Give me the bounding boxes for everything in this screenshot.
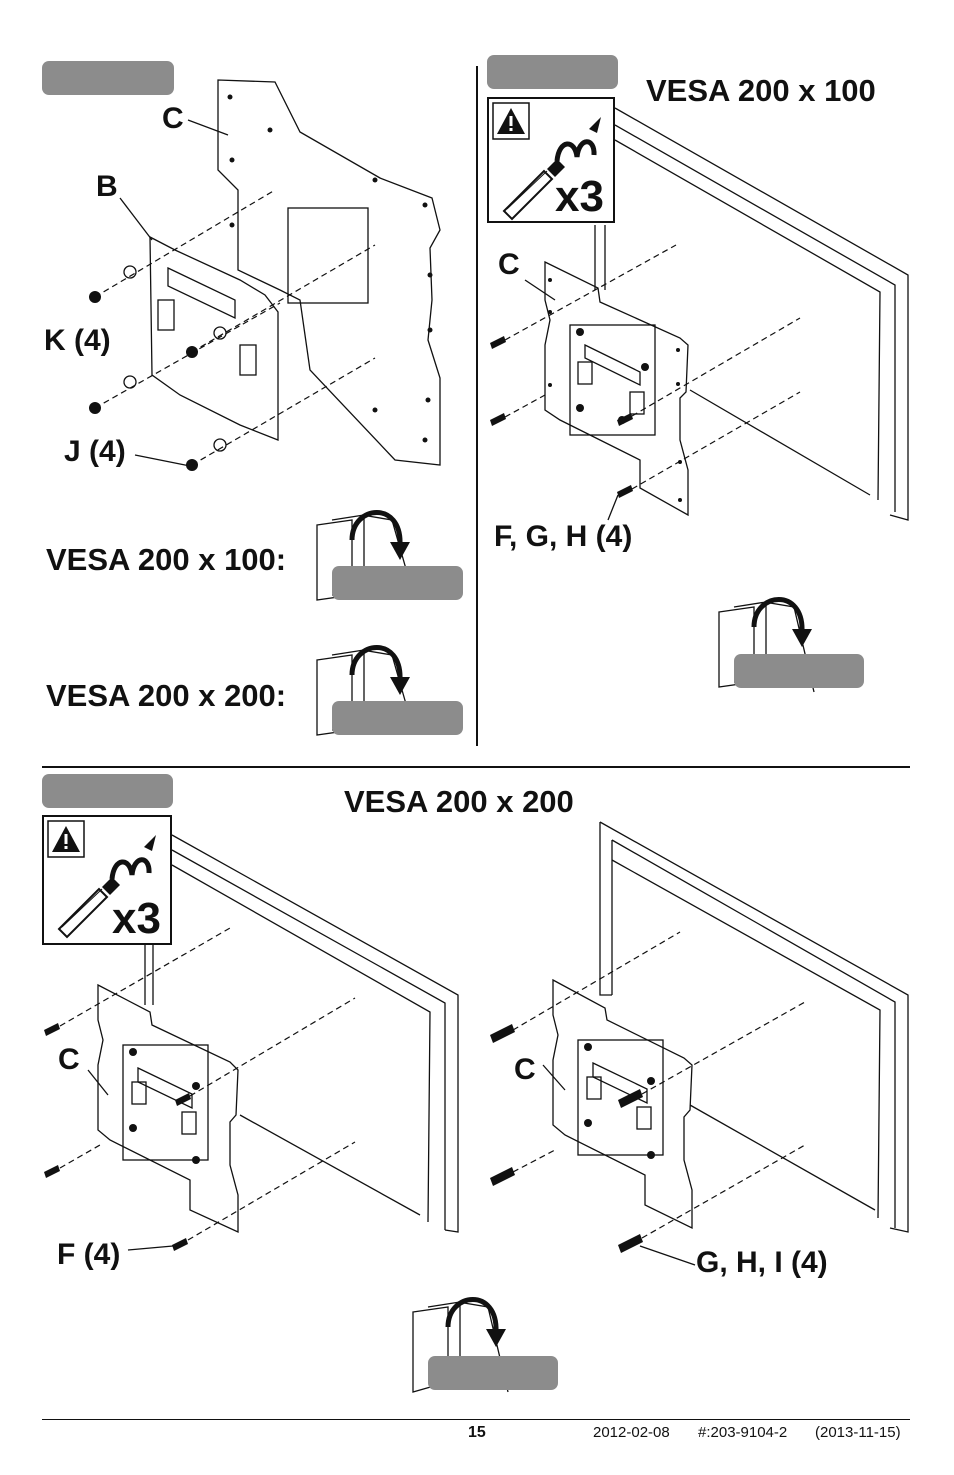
part-label-j: J (4) <box>64 435 126 468</box>
column-divider <box>476 66 478 746</box>
footer-doc-number: #:203-9104-2 <box>698 1424 788 1441</box>
goto-step-badge[interactable] <box>332 701 463 735</box>
step-1-badge <box>42 61 174 95</box>
part-label-c: C <box>498 248 520 281</box>
part-label-k: K (4) <box>44 324 111 357</box>
part-label-c: C <box>162 102 184 135</box>
step-2-badge <box>487 55 618 89</box>
warning-icon <box>47 820 85 858</box>
footer-revision: (2013-11-15) <box>815 1424 901 1441</box>
part-label-c: C <box>58 1043 80 1076</box>
part-label-f: F (4) <box>57 1238 121 1271</box>
warning-count: x3 <box>112 894 161 943</box>
goto-step-badge[interactable] <box>332 566 463 600</box>
goto-step-badge[interactable] <box>428 1356 558 1390</box>
screwdriver-icon <box>57 835 156 939</box>
part-label-b: B <box>96 170 118 203</box>
screwdriver-icon <box>502 117 601 221</box>
footer-rule <box>42 1419 910 1420</box>
part-label-ghi: G, H, I (4) <box>696 1246 828 1279</box>
goto-step-badge[interactable] <box>734 654 864 688</box>
option-vesa-200x100-label: VESA 200 x 100: <box>46 542 287 577</box>
section-divider <box>42 766 910 768</box>
warning-box: x3 <box>42 815 172 945</box>
warning-box: x3 <box>487 97 615 223</box>
warning-count: x3 <box>555 172 604 221</box>
part-label-c: C <box>514 1053 536 1086</box>
warning-icon <box>492 102 530 140</box>
part-label-fgh: F, G, H (4) <box>494 520 633 553</box>
page-number: 15 <box>468 1424 486 1441</box>
step-2-title: VESA 200 x 100 <box>646 73 876 108</box>
step-3-badge <box>42 774 173 808</box>
footer-date: 2012-02-08 <box>593 1424 670 1441</box>
step-3-title: VESA 200 x 200 <box>344 784 574 819</box>
option-vesa-200x200-label: VESA 200 x 200: <box>46 678 287 713</box>
